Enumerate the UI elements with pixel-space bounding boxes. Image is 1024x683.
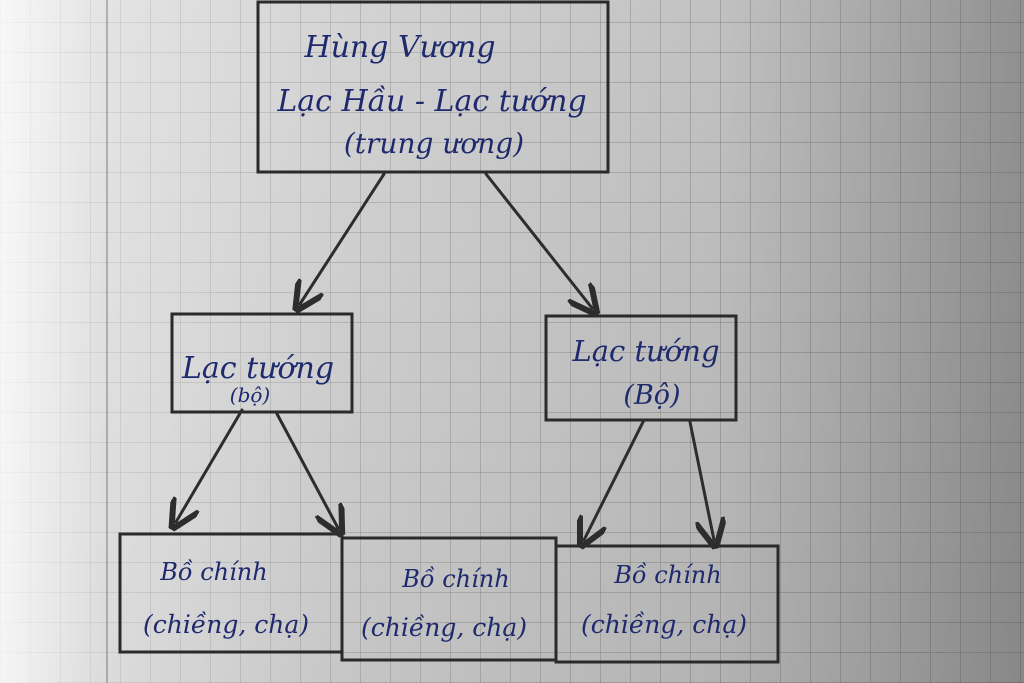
root-box	[256, 0, 610, 174]
left-node-line-2: (bộ)	[230, 383, 270, 407]
left-node-line-1: Lạc tướng	[181, 351, 334, 386]
arrow-right-to-bottom-3-right	[688, 420, 714, 540]
bottom-node-2-line-2: (chiềng, chạ)	[361, 613, 527, 642]
arrow-root-to-right	[484, 172, 592, 308]
root-line-2: Lạc Hầu - Lạc tướng	[276, 84, 586, 119]
arrow-left-to-bottom-1	[176, 408, 244, 522]
arrow-root-to-left	[300, 172, 386, 304]
bottom-node-1-line-1: Bồ chính	[159, 558, 267, 586]
bottom-node-2-line-1: Bồ chính	[401, 565, 509, 593]
root-line-3: (trung ương)	[344, 127, 524, 160]
left-lac-tuong-box	[170, 312, 354, 414]
arrow-left-to-bottom-2	[274, 410, 338, 528]
arrow-right-to-bottom-3-left	[584, 418, 646, 540]
bottom-node-3-line-1: Bồ chính	[613, 561, 721, 589]
bottom-box-3	[554, 544, 780, 664]
right-lac-tuong-box	[544, 314, 738, 422]
right-node-line-1: Lạc tướng	[571, 334, 719, 368]
root-line-1: Hùng Vương	[303, 30, 495, 65]
right-node-line-2: (Bộ)	[623, 380, 680, 411]
paper-margin-line	[106, 0, 108, 683]
bottom-node-3-line-2: (chiềng, chạ)	[581, 610, 747, 639]
bottom-node-1-line-2: (chiềng, chạ)	[143, 610, 309, 639]
